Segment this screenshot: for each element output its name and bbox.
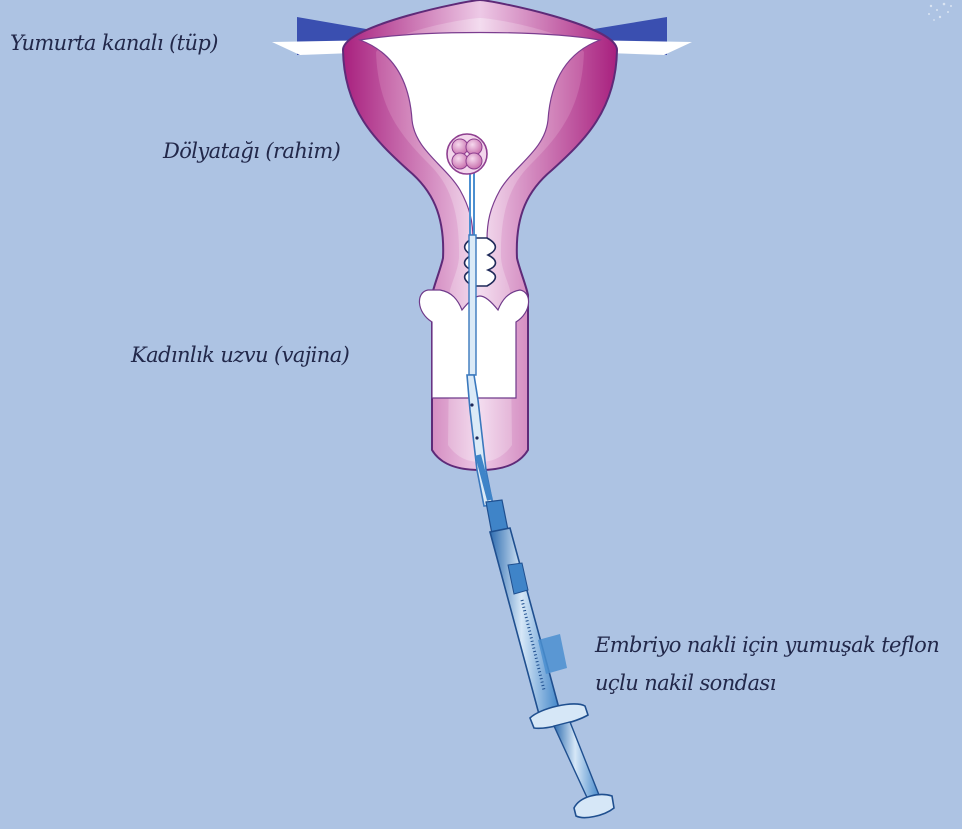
label-catheter-line1: Embriyo nakli için yumuşak teflon xyxy=(595,626,939,664)
embryo-cluster-icon xyxy=(447,134,487,174)
label-uterus: Dölyatağı (rahim) xyxy=(163,138,340,165)
label-catheter: Embriyo nakli için yumuşak teflon uçlu n… xyxy=(595,626,939,702)
label-catheter-line2: uçlu nakil sondası xyxy=(595,664,939,702)
speckle-decoration xyxy=(928,3,952,21)
label-fallopian-tube: Yumurta kanalı (tüp) xyxy=(10,30,218,57)
label-vagina: Kadınlık uzvu (vajina) xyxy=(131,342,349,369)
